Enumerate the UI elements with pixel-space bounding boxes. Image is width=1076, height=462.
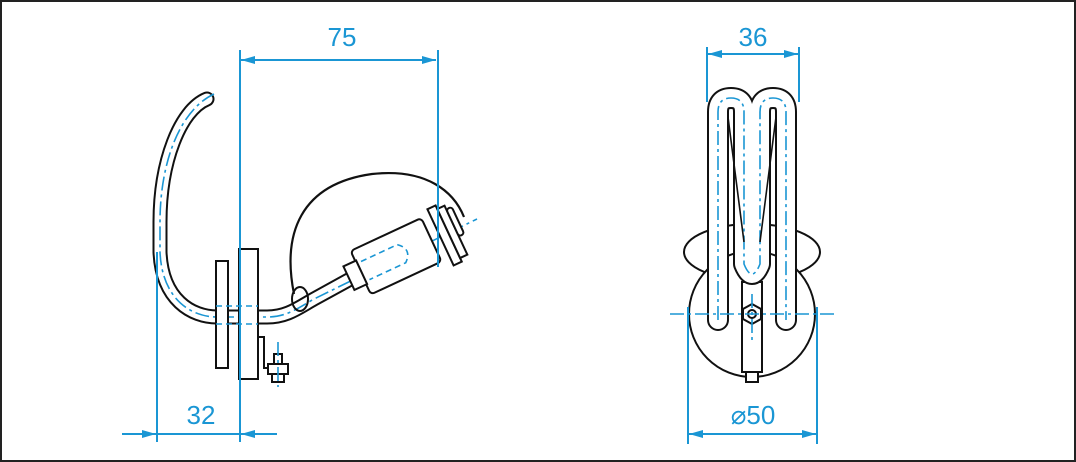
front-view: 36 ⌀50 bbox=[670, 22, 834, 444]
dimension-36: 36 bbox=[706, 22, 800, 102]
end-cap bbox=[426, 204, 469, 267]
dimension-label-32: 32 bbox=[187, 400, 216, 430]
dimension-label-75: 75 bbox=[328, 22, 357, 52]
mounting-plate-back bbox=[215, 260, 229, 369]
dimension-label-diameter-50: ⌀50 bbox=[731, 400, 776, 430]
mounting-plate-front bbox=[238, 248, 259, 380]
safety-cable bbox=[289, 171, 466, 295]
side-view: 75 32 bbox=[122, 22, 478, 442]
coupler-cylinder bbox=[342, 218, 442, 295]
dimension-label-36: 36 bbox=[739, 22, 768, 52]
cable-loop bbox=[291, 286, 309, 312]
earth-bolt bbox=[258, 336, 289, 387]
dimension-32: 32 bbox=[122, 252, 277, 442]
dimension-75: 75 bbox=[239, 22, 439, 442]
hook-tube bbox=[152, 91, 478, 325]
hairpin-tubes bbox=[707, 87, 797, 331]
dimension-diameter-50: ⌀50 bbox=[687, 307, 818, 444]
